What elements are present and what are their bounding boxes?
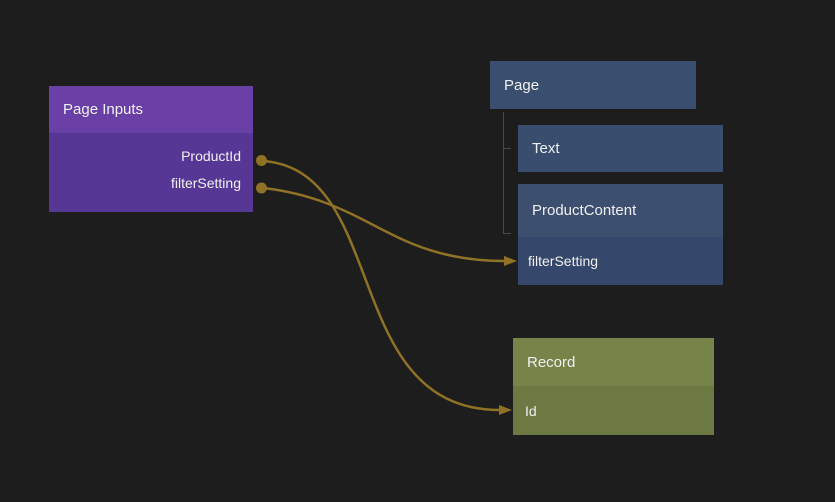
node-record-header[interactable]: Record	[513, 338, 714, 386]
node-product-content[interactable]: ProductContent filterSetting	[518, 184, 723, 285]
wire-filtersetting-to-productcontent-filtersetting[interactable]	[262, 186, 517, 266]
node-text-title: Text	[532, 140, 560, 157]
wire-productid-to-record-id[interactable]	[262, 159, 512, 415]
output-port-dot-productid[interactable]	[256, 155, 267, 166]
input-row-filtersetting[interactable]: filterSetting	[518, 237, 723, 285]
node-text-header[interactable]: Text	[518, 125, 723, 172]
node-page-inputs-title: Page Inputs	[63, 101, 144, 118]
node-product-content-title: ProductContent	[532, 202, 637, 219]
input-row-id[interactable]: Id	[513, 386, 714, 435]
tree-connector-line	[503, 112, 511, 234]
output-label-filtersetting: filterSetting	[170, 174, 241, 191]
node-page-header[interactable]: Page	[490, 61, 696, 109]
node-record-title: Record	[527, 353, 576, 371]
input-label-id: Id	[525, 402, 537, 419]
output-label-productid: ProductId	[181, 147, 241, 164]
node-text[interactable]: Text	[518, 125, 723, 172]
node-page-title: Page	[504, 76, 540, 94]
output-port-dot-filtersetting[interactable]	[256, 182, 267, 194]
output-row-productid[interactable]: ProductId	[49, 142, 253, 169]
node-page-inputs-body: ProductId filterSetting	[49, 133, 253, 212]
node-page[interactable]: Page	[490, 61, 696, 109]
node-record[interactable]: Record Id	[513, 338, 714, 435]
node-page-inputs-header[interactable]: Page Inputs	[49, 86, 253, 133]
output-row-filtersetting[interactable]: filterSetting	[49, 169, 253, 196]
input-label-filtersetting: filterSetting	[528, 253, 599, 269]
node-product-content-header[interactable]: ProductContent	[518, 184, 723, 237]
node-page-inputs[interactable]: Page Inputs ProductId filterSetting	[49, 86, 253, 212]
